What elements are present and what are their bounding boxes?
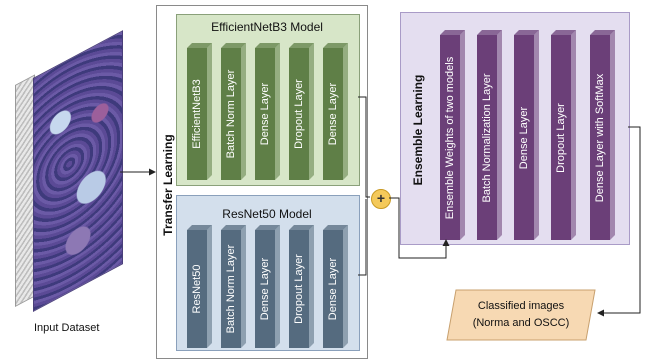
efficientnet-layer-1: EfficientNetB3 <box>187 43 212 180</box>
efficientnet-model-title: EfficientNetB3 Model <box>211 20 323 34</box>
resnet-layer-4: Dropout Layer <box>289 225 314 348</box>
arrow-ensemble-to-output <box>597 126 641 317</box>
output-line-1: Classified images <box>477 300 565 312</box>
arrow-plus-to-ensemble <box>389 197 450 259</box>
ensemble-layer-3: Dense Layer <box>514 30 539 240</box>
efficientnet-layer-2: Batch Norm Layer <box>221 43 246 180</box>
resnet-layer-5: Dense Layer <box>323 225 348 348</box>
ensemble-layer-1: Ensemble Weights of two models <box>440 30 465 240</box>
resnet-layer-3: Dense Layer <box>255 225 280 348</box>
ensemble-layer-2: Batch Normalization Layer <box>477 30 502 240</box>
arrow-resnet-to-plus <box>358 199 367 276</box>
output-line-2: (Norma and OSCC) <box>472 317 570 329</box>
efficientnet-layer-3: Dense Layer <box>255 43 280 180</box>
input-dataset-label: Input Dataset <box>34 322 100 334</box>
ensemble-combine-node: + <box>371 189 391 209</box>
ensemble-layer-4: Dropout Layer <box>551 30 576 240</box>
resnet-layer-1: ResNet50 <box>187 225 212 348</box>
efficientnet-layer-4: Dropout Layer <box>289 43 314 180</box>
efficientnet-layer-5: Dense Layer <box>323 43 348 180</box>
resnet-layer-2: Batch Norm Layer <box>221 225 246 348</box>
ensemble-layer-5: Dense Layer with SoftMax <box>590 30 615 240</box>
resnet-model-title: ResNet50 Model <box>222 207 312 221</box>
classified-images-output: Classified images (Norma and OSCC) <box>446 289 596 341</box>
arrow-efficientnet-to-plus <box>358 96 370 198</box>
output-parallelogram <box>446 289 596 341</box>
